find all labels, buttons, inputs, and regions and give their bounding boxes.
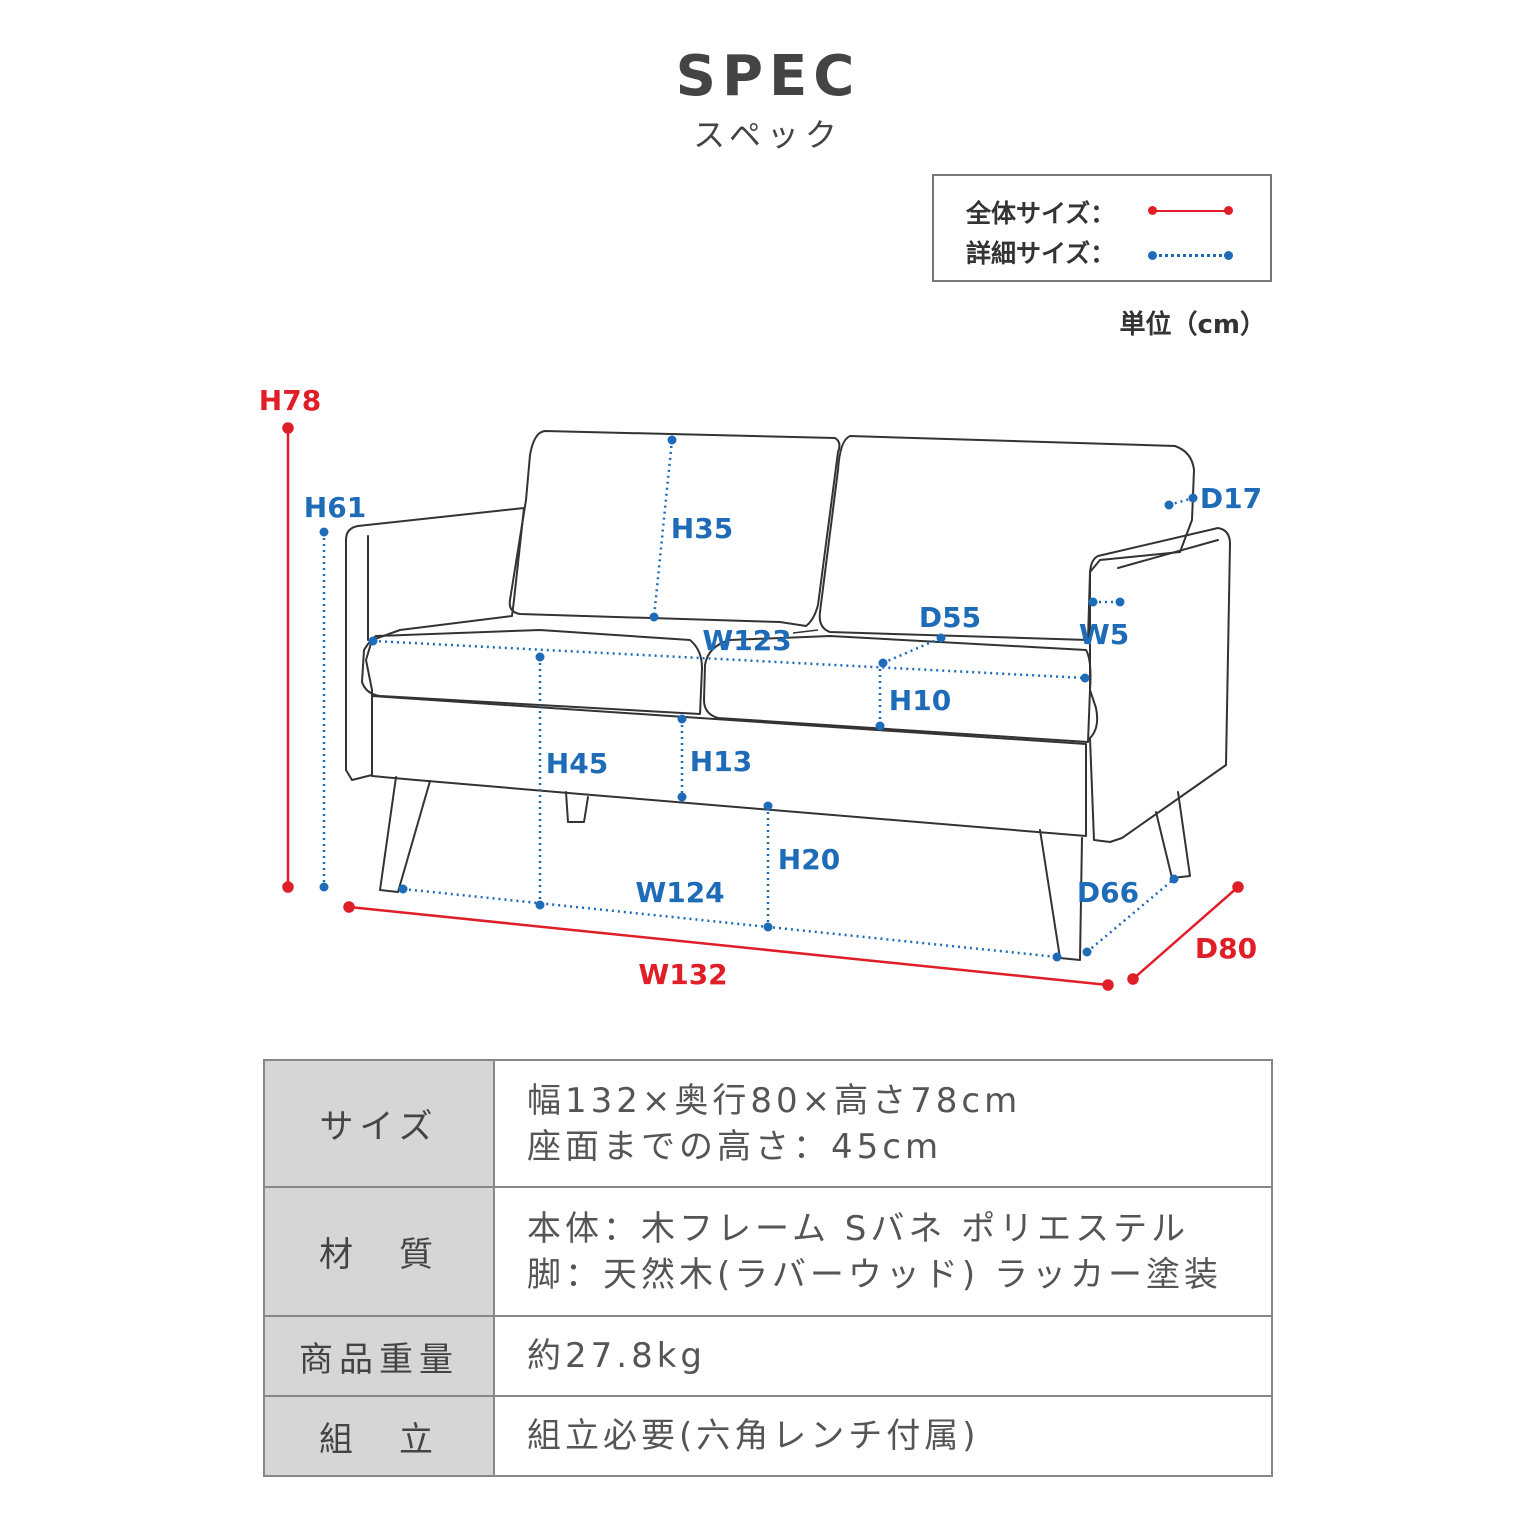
label-overall-depth: D80 xyxy=(1195,932,1257,965)
spec-label-weight: 商品重量 xyxy=(263,1315,495,1397)
page-subtitle: スペック xyxy=(693,116,843,154)
spec-table: サイズ 幅132×奥行80×高さ78cm 座面までの高さ：45cm 材 質 本体… xyxy=(263,1059,1273,1477)
label-overall-width: W132 xyxy=(638,958,727,991)
page-title: SPEC xyxy=(675,44,861,109)
unit-label: 単位（cm） xyxy=(1119,310,1266,340)
legend-detail-dot-left xyxy=(1148,251,1157,260)
label-seat-depth: D55 xyxy=(919,601,981,634)
sofa-dimension-diagram: H78 W132 D80 H61 H35 D17 W123 D55 W5 H10… xyxy=(259,384,1262,991)
label-seat-height: H45 xyxy=(546,747,608,780)
spec-value-size: 幅132×奥行80×高さ78cm 座面までの高さ：45cm xyxy=(493,1059,1273,1188)
label-leg-span-depth: D66 xyxy=(1077,876,1139,909)
spec-value-weight: 約27.8kg xyxy=(493,1315,1273,1397)
label-seat-width: W123 xyxy=(702,624,791,657)
spec-label-material: 材 質 xyxy=(263,1186,495,1317)
label-leg-height: H20 xyxy=(778,843,840,876)
label-base-height: H13 xyxy=(690,745,752,778)
label-arm-height: H61 xyxy=(304,491,366,524)
label-leg-span-width: W124 xyxy=(635,876,724,909)
spec-row-weight: 商品重量 約27.8kg xyxy=(263,1315,1273,1397)
spec-label-size: サイズ xyxy=(263,1059,495,1188)
spec-size-line1: 幅132×奥行80×高さ78cm xyxy=(527,1080,1022,1121)
legend-detail-dot-right xyxy=(1224,251,1233,260)
spec-material-line2: 脚：天然木(ラバーウッド) ラッカー塗装 xyxy=(527,1254,1222,1295)
spec-size-line2: 座面までの高さ：45cm xyxy=(527,1126,943,1167)
legend-overall-dot-right xyxy=(1224,206,1233,215)
w123-leader xyxy=(792,629,819,634)
legend-overall-line xyxy=(1152,210,1228,212)
label-back-height: H35 xyxy=(671,512,733,545)
legend-box: 全体サイズ： 詳細サイズ： xyxy=(932,174,1272,282)
legend-overall-dot-left xyxy=(1148,206,1157,215)
sofa-outline xyxy=(345,430,1231,961)
legend-overall-label: 全体サイズ： xyxy=(966,199,1116,228)
spec-row-assembly: 組 立 組立必要(六角レンチ付属) xyxy=(263,1395,1273,1477)
legend-detail-line xyxy=(1152,254,1228,257)
label-arm-depth: D17 xyxy=(1200,482,1262,515)
legend-detail-label: 詳細サイズ： xyxy=(966,239,1116,268)
detail-dimension-lines xyxy=(322,439,1194,959)
detail-dimension-dots xyxy=(319,435,1198,962)
spec-label-assembly: 組 立 xyxy=(263,1395,495,1477)
spec-material-line1: 本体：木フレーム Sバネ ポリエステル xyxy=(527,1208,1190,1249)
label-overall-height: H78 xyxy=(259,384,321,417)
spec-value-assembly: 組立必要(六角レンチ付属) xyxy=(493,1395,1273,1477)
spec-row-size: サイズ 幅132×奥行80×高さ78cm 座面までの高さ：45cm xyxy=(263,1059,1273,1188)
label-arm-width: W5 xyxy=(1079,618,1129,651)
spec-row-material: 材 質 本体：木フレーム Sバネ ポリエステル 脚：天然木(ラバーウッド) ラッ… xyxy=(263,1186,1273,1317)
spec-value-material: 本体：木フレーム Sバネ ポリエステル 脚：天然木(ラバーウッド) ラッカー塗装 xyxy=(493,1186,1273,1317)
overall-dimension-lines xyxy=(282,422,1244,991)
label-cushion-height: H10 xyxy=(889,684,951,717)
